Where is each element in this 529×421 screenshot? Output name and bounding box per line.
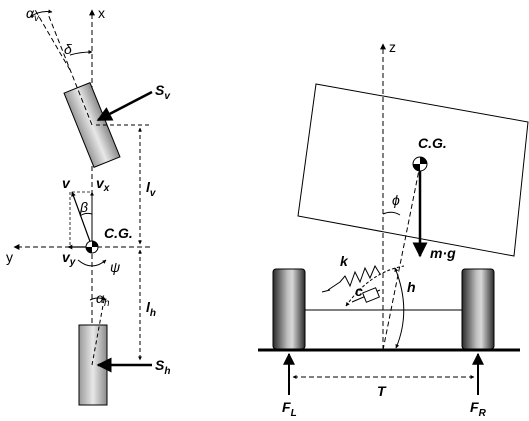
delta-label: δ [64, 41, 72, 57]
sv-label: Sv [155, 82, 171, 102]
damper-body [361, 287, 381, 303]
psi-label: ψ [110, 259, 120, 275]
cg-label-left: C.G. [104, 225, 133, 241]
vx-label: vx [96, 175, 110, 194]
h-dimension-arc [394, 267, 405, 349]
lh-label: lh [146, 299, 156, 319]
h-label: h [407, 279, 416, 295]
alpha-v-label: αv [26, 5, 40, 24]
axis-x-label: x [98, 5, 105, 21]
phi-label: ϕ [392, 192, 400, 208]
c-label: c [355, 283, 363, 299]
alpha-h-label: αh [96, 290, 110, 309]
right-wheel [461, 268, 495, 350]
cg-symbol-left [85, 240, 99, 254]
front-velocity-line [33, 7, 71, 71]
sh-label: Sh [155, 357, 170, 377]
beta-arc [79, 212, 93, 217]
axis-z-label: z [389, 39, 396, 55]
k-label: k [340, 253, 349, 269]
spring-k [327, 264, 381, 291]
alpha-h-arc [89, 296, 107, 301]
cg-label-right: C.G. [418, 135, 447, 151]
spring-k-base [321, 289, 331, 293]
roll-arc [345, 265, 405, 307]
t-label: T [377, 383, 387, 399]
psi-arc [77, 259, 107, 267]
alpha-v-arc [29, 9, 53, 18]
v-line [71, 191, 93, 248]
vehicle-body [297, 83, 529, 257]
cg-symbol-right [412, 156, 428, 172]
axis-y-label: y [6, 249, 13, 265]
phi-arc [382, 211, 401, 216]
single-track-model: x y δ αv Sv lv v vx β vy [6, 5, 171, 406]
v-label: v [62, 175, 71, 191]
mg-label: m·g [430, 245, 456, 261]
fr-label: FR [470, 399, 487, 419]
roll-model: z ϕ C.G. m·g h k c [258, 39, 529, 419]
vy-label: vy [62, 249, 76, 268]
fl-label: FL [282, 399, 297, 419]
beta-label: β [79, 199, 88, 215]
lv-label: lv [146, 179, 157, 199]
left-wheel [272, 268, 306, 350]
sv-force-arrow [96, 90, 153, 122]
delta-arc [69, 50, 93, 56]
